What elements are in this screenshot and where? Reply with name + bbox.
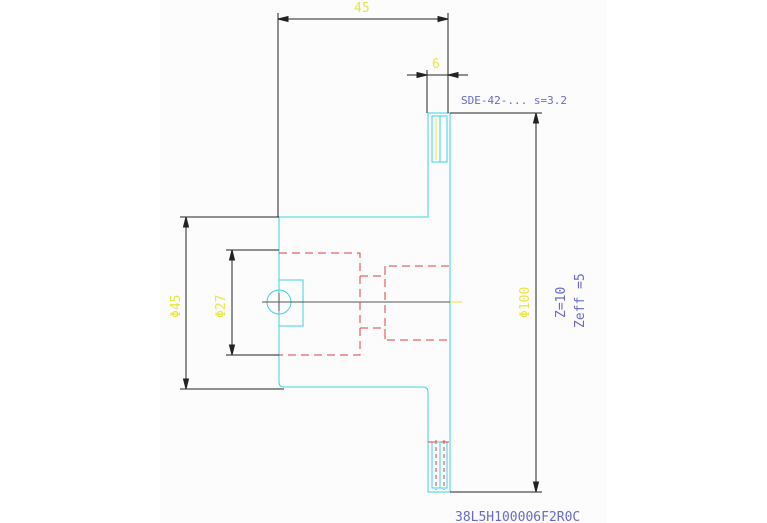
dim-width-6: 6 [432,57,440,72]
gear-z: Z=10 [554,287,569,318]
keyway [279,279,304,327]
note-sde: SDE-42-... s=3.2 [461,94,567,107]
hidden-lines [279,252,450,490]
part-code: 38L5H100006F2R0C [455,510,580,523]
center-line [262,293,462,311]
gear-zeff: Zeff =5 [573,273,588,328]
part-profile [278,112,451,493]
dim-dia-27: Φ27 [214,295,229,318]
drawing-sheet [160,0,607,523]
hidden-bore [279,252,361,356]
hidden-lower-step [360,327,450,341]
dim-dia-45: Φ45 [169,295,184,318]
hidden-upper-step [360,265,450,277]
dim-dia-100: Φ100 [518,287,533,318]
dim-width-45: 45 [354,1,370,16]
dimension-lines [180,13,542,493]
